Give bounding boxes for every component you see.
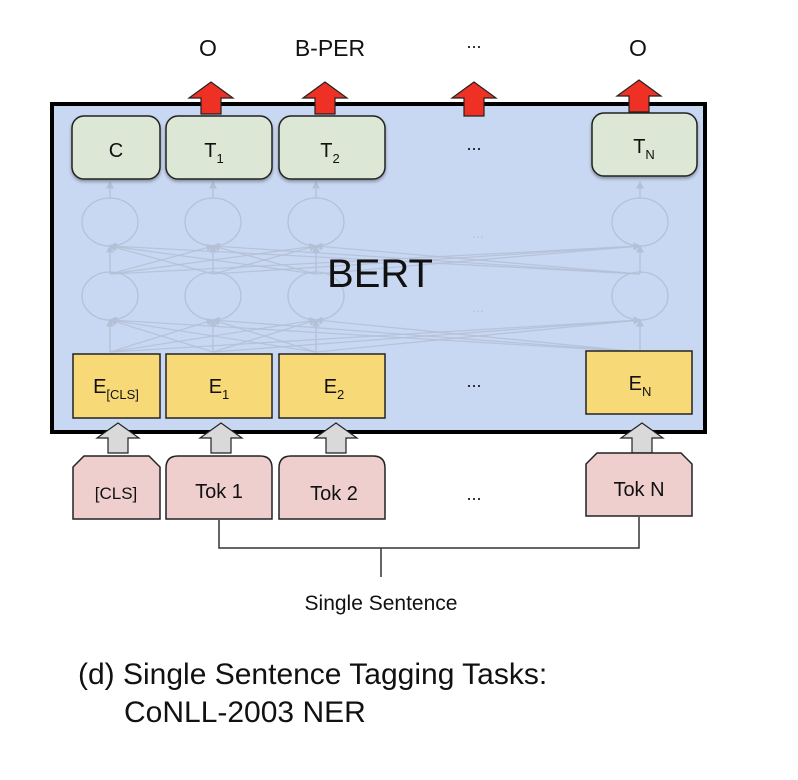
output-arrow-icon — [301, 81, 349, 115]
embedding-box-2 — [278, 353, 386, 419]
input-arrow-icon — [313, 422, 359, 454]
hidden-ellipsis: ... — [472, 225, 484, 241]
token-ellipsis: ... — [466, 484, 481, 504]
sentence-bracket — [218, 517, 640, 577]
embedding-box-n-label: EN — [629, 373, 652, 399]
hidden-ellipsis: ... — [472, 299, 484, 315]
figure-caption: (d) Single Sentence Tagging Tasks: CoNLL… — [78, 656, 547, 732]
embedding-box-cls-label: E[CLS] — [93, 376, 139, 402]
token-box-n — [585, 452, 693, 517]
output-box-c — [71, 115, 161, 180]
embedding-box-n — [585, 350, 693, 415]
embedding-box-1-label: E1 — [209, 376, 230, 402]
output-label: ... — [466, 32, 481, 52]
embedding-box-1 — [165, 353, 273, 419]
input-sentence-label: Single Sentence — [304, 592, 458, 615]
hidden-connection — [211, 242, 641, 275]
output-box-tn — [591, 112, 698, 177]
output-arrow-icon — [615, 79, 663, 113]
output-box-t2 — [278, 115, 386, 180]
hidden-connection — [211, 318, 317, 353]
token-label: Tok N — [613, 479, 664, 501]
token-box-1 — [165, 455, 273, 520]
hidden-network — [81, 180, 669, 353]
output-ellipsis: ... — [466, 134, 481, 154]
hidden-connection — [108, 316, 641, 353]
token-label: Tok 2 — [310, 483, 358, 505]
hidden-connection — [211, 243, 317, 275]
embedding-ellipsis: ... — [466, 371, 481, 391]
hidden-connection — [314, 316, 641, 353]
hidden-connection — [314, 242, 641, 275]
hidden-connection — [108, 317, 317, 353]
input-arrow-icon — [95, 422, 141, 454]
caption-line-1: (d) Single Sentence Tagging Tasks: — [78, 658, 548, 691]
output-labels: O B-PER ... O — [199, 32, 647, 61]
output-box-t2-label: T2 — [320, 140, 339, 166]
output-label: B-PER — [295, 35, 365, 61]
hidden-connection — [108, 318, 214, 353]
embedding-box-cls — [72, 353, 161, 419]
hidden-connection — [108, 242, 641, 275]
hidden-connection — [108, 243, 214, 275]
input-arrow-icon — [198, 422, 244, 454]
token-box-2 — [278, 455, 386, 520]
output-label: O — [199, 35, 217, 61]
output-arrows — [187, 79, 663, 117]
embedding-box-2-label: E2 — [324, 376, 345, 402]
token-box-cls — [72, 455, 161, 520]
output-box-tn-label: TN — [633, 136, 655, 162]
hidden-connection — [108, 243, 317, 275]
bert-label: BERT — [327, 252, 433, 296]
token-boxes: [CLS] Tok 1 Tok 2 ... Tok N — [72, 452, 693, 520]
token-label: Tok 1 — [195, 481, 243, 503]
input-arrows — [95, 422, 665, 454]
output-box-t1-label: T1 — [204, 140, 223, 166]
caption-line-2: CoNLL-2003 NER — [124, 696, 366, 729]
hidden-connection — [211, 316, 641, 353]
embedding-boxes: E[CLS] E1 E2 ... EN — [72, 350, 693, 419]
output-arrow-icon — [450, 81, 498, 117]
output-box-c-label: C — [109, 140, 123, 162]
output-arrow-icon — [187, 81, 235, 115]
output-label: O — [629, 35, 647, 61]
output-box-t1 — [165, 115, 273, 180]
output-boxes: C T1 T2 ... TN — [71, 112, 698, 180]
token-label: [CLS] — [95, 484, 138, 503]
